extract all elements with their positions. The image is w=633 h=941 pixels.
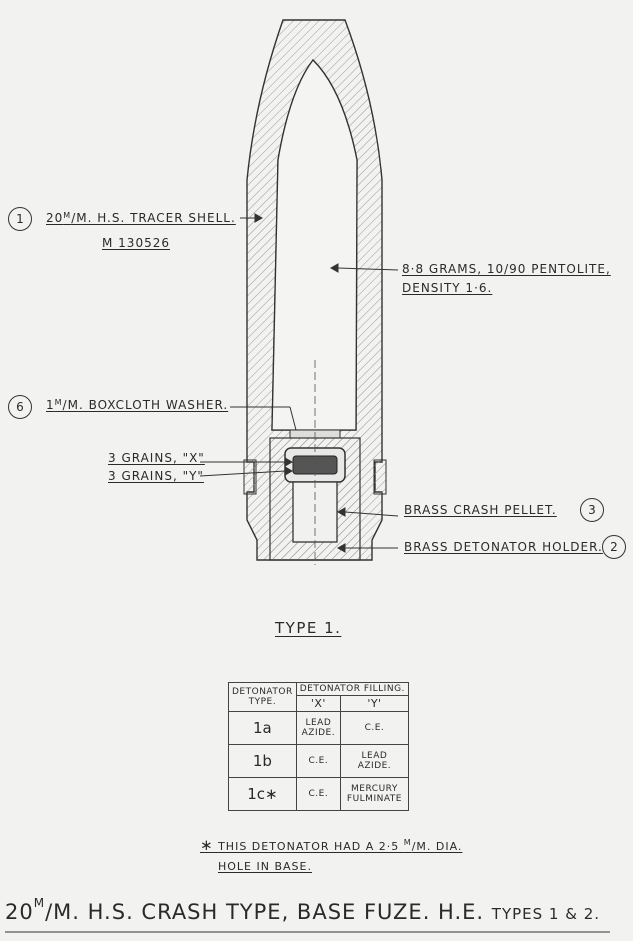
- footnote: ∗ THIS DETONATOR HAD A 2·5 M/M. DIA. HOL…: [200, 836, 463, 873]
- footnote-star: ∗: [200, 836, 214, 854]
- label-grains-y: 3 GRAINS, "Y": [108, 469, 204, 483]
- label-washer: 1M/M. BOXCLOTH WASHER.: [46, 398, 229, 412]
- main-title: 20M/M. H.S. CRASH TYPE, BASE FUZE. H.E. …: [5, 896, 601, 924]
- callout-3-circle: 3: [580, 498, 604, 522]
- arrow-holder: [336, 543, 346, 553]
- label-tracer-drawing-no: M 130526: [102, 236, 170, 250]
- arrow-grains-y: [284, 466, 294, 476]
- row-x: C.E.: [295, 777, 342, 811]
- row-x: C.E.: [295, 744, 342, 778]
- type-caption: TYPE 1.: [275, 619, 342, 637]
- label-grains-x: 3 GRAINS, "X": [108, 451, 205, 465]
- callout-1-circle: 1: [8, 207, 32, 231]
- header-col-x: 'X': [295, 695, 342, 712]
- row-type: 1c∗: [228, 777, 297, 811]
- label-pentolite: 8·8 GRAMS, 10/90 PENTOLITE,: [402, 262, 611, 276]
- arrow-tracer: [254, 213, 264, 223]
- label-density: DENSITY 1·6.: [402, 281, 493, 295]
- callout-6-circle: 6: [8, 395, 32, 419]
- row-type: 1b: [228, 744, 297, 778]
- leader-grains-y: [199, 470, 286, 477]
- leader-pellet: [344, 511, 399, 517]
- header-detonator-filling: DETONATOR FILLING.: [295, 682, 409, 696]
- arrow-pellet: [336, 507, 346, 517]
- label-crash-pellet: BRASS CRASH PELLET.: [404, 503, 557, 517]
- label-tracer-shell: 20M/M. H.S. TRACER SHELL.: [46, 211, 236, 225]
- leader-pentolite: [337, 267, 399, 271]
- arrow-pentolite: [329, 263, 339, 273]
- band-right: [373, 459, 387, 495]
- header-col-y: 'Y': [340, 695, 409, 712]
- row-y: C.E.: [340, 711, 409, 745]
- callout-2-circle: 2: [602, 535, 626, 559]
- band-left: [243, 459, 257, 495]
- arrow-grains-x: [284, 457, 294, 467]
- row-type: 1a: [228, 711, 297, 745]
- label-detonator-holder: BRASS DETONATOR HOLDER.: [404, 540, 603, 554]
- leader-washer-drop: [289, 406, 297, 431]
